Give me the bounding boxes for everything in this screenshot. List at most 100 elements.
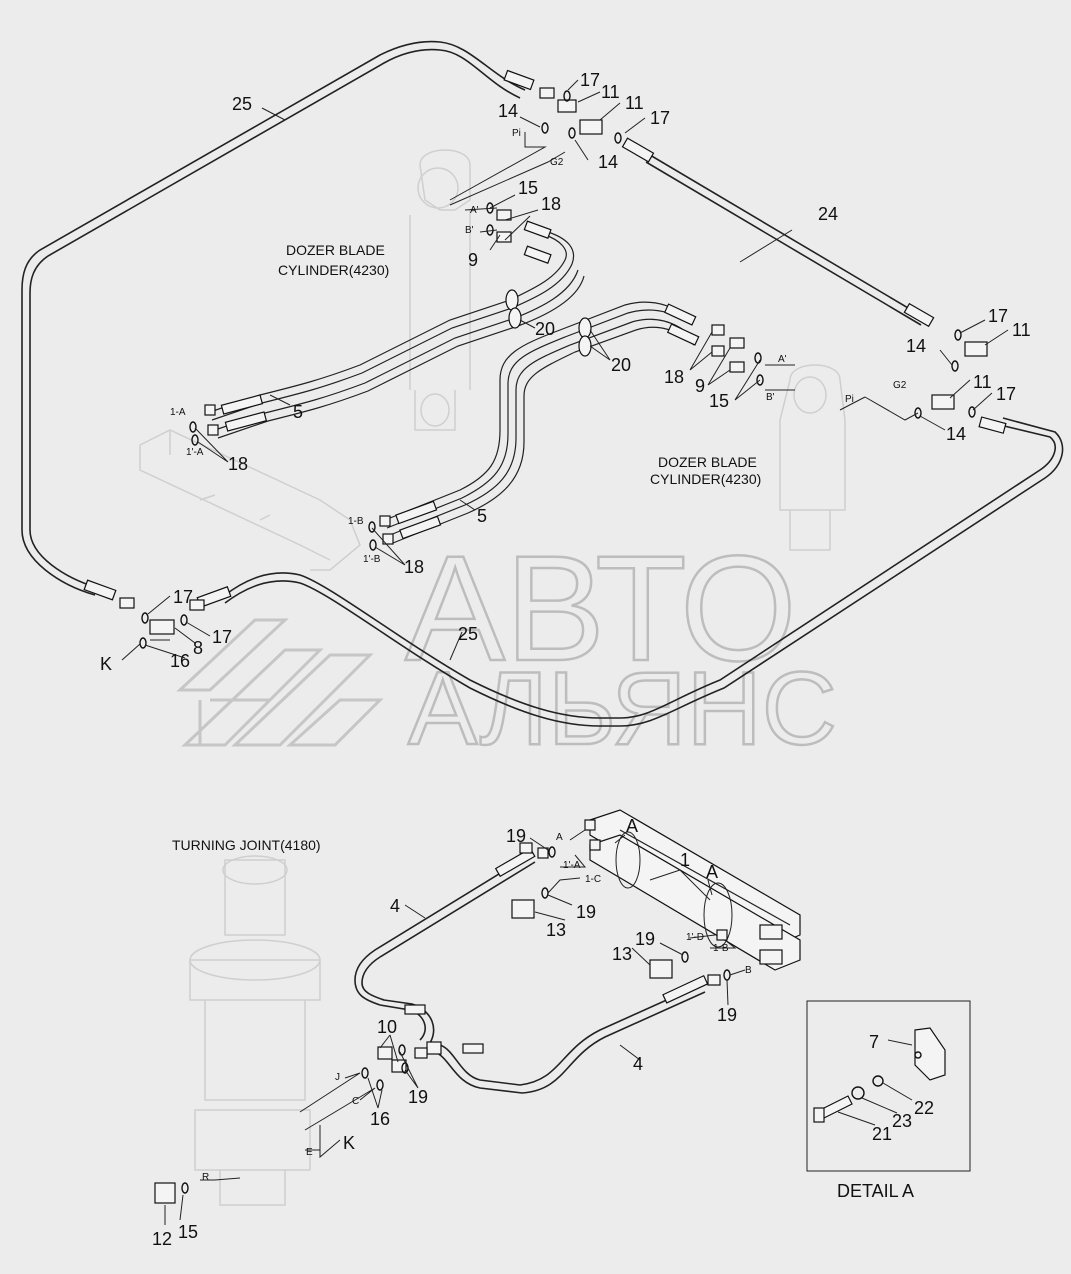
port-j: J: [335, 1072, 340, 1083]
port-g2: G2: [893, 380, 907, 391]
port-1-b-lower: 1-B: [713, 943, 729, 954]
port-1p-a: 1'-A: [186, 447, 204, 458]
callout-17: 17: [173, 587, 193, 607]
callout-12: 12: [152, 1229, 172, 1249]
port-b-prime: B': [766, 392, 775, 403]
label-dozer-cyl-2-line2: CYLINDER(4230): [650, 471, 761, 487]
callout-18: 18: [664, 367, 684, 387]
callout-5: 5: [477, 506, 487, 526]
text-labels: DOZER BLADE CYLINDER(4230) DOZER BLADE C…: [172, 242, 914, 1201]
port-b-prime: B': [465, 225, 474, 236]
callout-17: 17: [988, 306, 1008, 326]
port-1p-d: 1'-D: [686, 932, 704, 943]
clamps-20: [505, 289, 592, 357]
port-1-a: 1-A: [170, 407, 186, 418]
port-g2: G2: [550, 157, 564, 168]
label-turning-joint: TURNING JOINT(4180): [172, 837, 321, 853]
port-1p-a-lower: 1'-A: [563, 860, 581, 871]
callout-10: 10: [377, 1017, 397, 1037]
callout-14: 14: [498, 101, 518, 121]
callout-20: 20: [611, 355, 631, 375]
callout-19: 19: [576, 902, 596, 922]
ghost-cylinder-right: [779, 364, 846, 551]
hose-25-lower: [224, 417, 1064, 727]
callout-letter-k: K: [100, 654, 112, 674]
port-pi: Pi: [512, 128, 521, 139]
callout-4: 4: [633, 1054, 643, 1074]
o-rings-lower: [181, 846, 731, 1194]
watermark-logo: [176, 618, 384, 747]
callout-19: 19: [717, 1005, 737, 1025]
ferrules-lower: [404, 847, 709, 1054]
port-r: R: [202, 1172, 209, 1183]
callout-25: 25: [232, 94, 252, 114]
hose-25-upper: [21, 40, 526, 596]
callout-5: 5: [293, 402, 303, 422]
leaders-lower: [164, 829, 746, 1225]
callout-9: 9: [695, 376, 705, 396]
port-labels: Pi G2 A' B' Pi G2 A' B' 1-A 1'-A 1-B 1'-…: [170, 128, 907, 1183]
hoses-5-left: [209, 231, 585, 439]
port-b: B: [745, 965, 752, 976]
callout-19: 19: [408, 1087, 428, 1107]
ghost-blade-frame: [139, 429, 361, 571]
label-detail-a: DETAIL A: [837, 1181, 914, 1201]
callout-letter-k: K: [343, 1133, 355, 1153]
callout-25: 25: [458, 624, 478, 644]
callout-18: 18: [541, 194, 561, 214]
label-dozer-cyl-1-line2: CYLINDER(4230): [278, 262, 389, 278]
port-1p-b: 1'-B: [363, 554, 381, 565]
hose-24: [645, 154, 926, 326]
hoses-4: [354, 854, 706, 1094]
letter-callouts: K K A A: [100, 654, 718, 1153]
ghost-cylinder-left: [409, 149, 471, 431]
callout-15: 15: [518, 178, 538, 198]
port-a-prime: A': [778, 354, 787, 365]
callout-17: 17: [212, 627, 232, 647]
port-pi: Pi: [845, 394, 854, 405]
watermark-line2: АЛЬЯНС: [408, 651, 837, 767]
callout-9: 9: [468, 250, 478, 270]
port-c: C: [352, 1096, 359, 1107]
callout-11: 11: [601, 82, 620, 102]
callout-11: 11: [625, 93, 644, 113]
callout-13: 13: [612, 944, 632, 964]
callout-21: 21: [872, 1124, 892, 1144]
callout-4: 4: [390, 896, 400, 916]
port-a: A: [556, 832, 563, 843]
callout-7: 7: [869, 1032, 879, 1052]
label-dozer-cyl-1-line1: DOZER BLADE: [286, 242, 385, 258]
callout-16: 16: [370, 1109, 390, 1129]
detail-a-box: [806, 1000, 971, 1172]
label-dozer-cyl-2-line1: DOZER BLADE: [658, 454, 757, 470]
callout-letter-a: A: [706, 862, 718, 882]
callout-18: 18: [228, 454, 248, 474]
callout-23: 23: [892, 1111, 912, 1131]
callout-11: 11: [1012, 320, 1031, 340]
hoses-5-right: [384, 301, 695, 544]
callout-13: 13: [546, 920, 566, 940]
port-e: E: [306, 1147, 313, 1158]
port-a-prime: A': [470, 205, 479, 216]
port-1-b: 1-B: [348, 516, 364, 527]
callout-19: 19: [635, 929, 655, 949]
callout-17: 17: [650, 108, 670, 128]
manifold-block: [589, 809, 801, 971]
callout-14: 14: [906, 336, 926, 356]
callout-15: 15: [178, 1222, 198, 1242]
callout-11: 11: [973, 372, 992, 392]
callout-14: 14: [946, 424, 966, 444]
callout-16: 16: [170, 651, 190, 671]
callout-1: 1: [680, 850, 690, 870]
callout-24: 24: [818, 204, 838, 224]
callout-17: 17: [996, 384, 1016, 404]
ghost-turning-joint: [189, 855, 321, 1206]
part-number-callouts: 25 25 24 17 17 17 17 17 17 11 11 11 11 1…: [152, 70, 1031, 1249]
callout-22: 22: [914, 1098, 934, 1118]
port-1-c: 1-C: [585, 874, 601, 885]
o-rings-upper: [139, 90, 976, 649]
fittings-upper: [119, 87, 988, 635]
callout-19: 19: [506, 826, 526, 846]
